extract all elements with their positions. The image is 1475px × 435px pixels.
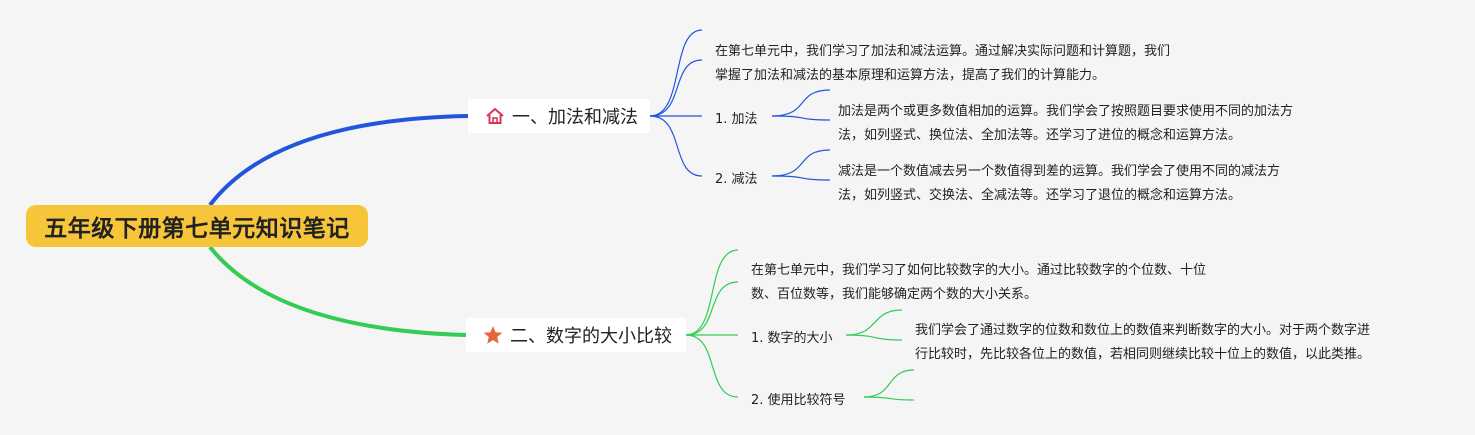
- detail-line: 法，如列竖式、换位法、全加法等。还学习了进位的概念和运算方法。: [838, 128, 1242, 143]
- b2-summary: 在第七单元中，我们学习了如何比较数字的大小。通过比较数字的个位数、十位 数、百位…: [751, 259, 1206, 307]
- sub-addition[interactable]: 1. 加法: [715, 112, 758, 127]
- detail-line: 行比较时，先比较各位上的数值，若相同则继续比较十位上的数值，以此类推。: [915, 347, 1371, 362]
- house-icon: [484, 105, 506, 127]
- sub-comparison-symbols[interactable]: 2. 使用比较符号: [751, 393, 846, 408]
- b2-sub1-detail: 我们学会了通过数字的位数和数位上的数值来判断数字的大小。对于两个数字进 行比较时…: [915, 319, 1370, 367]
- summary-line: 掌握了加法和减法的基本原理和运算方法，提高了我们的计算能力。: [715, 68, 1106, 83]
- detail-line: 减法是一个数值减去另一个数值得到差的运算。我们学会了使用不同的减法方: [838, 164, 1281, 179]
- b1-sub1-detail-bot: [771, 115, 831, 121]
- branch-addition-subtraction[interactable]: 一、加法和减法: [468, 99, 650, 133]
- root-link-1: [208, 114, 469, 207]
- sub-subtraction[interactable]: 2. 减法: [715, 172, 758, 187]
- b2-sub2-detail-bot: [863, 396, 915, 401]
- b2-sub1-detail-top: [845, 309, 903, 336]
- b1-link-summary-bot: [649, 59, 703, 117]
- root-link-2: [208, 245, 467, 337]
- detail-line: 加法是两个或更多数值相加的运算。我们学会了按照题目要求使用不同的加法方: [838, 104, 1294, 119]
- b2-sub1-detail-bot: [845, 334, 903, 341]
- b2-link-summary-bot: [685, 281, 739, 336]
- b1-sub1-detail: 加法是两个或更多数值相加的运算。我们学会了按照题目要求使用不同的加法方 法，如列…: [838, 100, 1293, 148]
- star-icon: [482, 324, 504, 346]
- b1-sub2-detail-bot: [771, 175, 831, 181]
- b1-sub2-detail-top: [771, 149, 831, 177]
- branch-label: 二、数字的大小比较: [510, 326, 672, 347]
- root-topic[interactable]: 五年级下册第七单元知识笔记: [26, 205, 368, 247]
- summary-line: 在第七单元中，我们学习了如何比较数字的大小。通过比较数字的个位数、十位: [751, 263, 1207, 278]
- b1-sub2-detail: 减法是一个数值减去另一个数值得到差的运算。我们学会了使用不同的减法方 法，如列竖…: [838, 160, 1280, 208]
- b1-link-summary-top: [649, 29, 703, 117]
- branch-number-comparison[interactable]: 二、数字的大小比较: [466, 318, 686, 352]
- branch-label: 一、加法和减法: [512, 107, 638, 128]
- summary-line: 在第七单元中，我们学习了加法和减法运算。通过解决实际问题和计算题，我们: [715, 44, 1171, 59]
- detail-line: 法，如列竖式、交换法、全减法等。还学习了退位的概念和运算方法。: [838, 188, 1242, 203]
- b1-sub1-detail-top: [771, 89, 831, 117]
- summary-line: 数、百位数等，我们能够确定两个数的大小关系。: [751, 287, 1038, 302]
- detail-line: 我们学会了通过数字的位数和数位上的数值来判断数字的大小。对于两个数字进: [915, 323, 1371, 338]
- b2-link-summary-top: [685, 249, 739, 336]
- sub-number-size[interactable]: 1. 数字的大小: [751, 331, 833, 346]
- root-title: 五年级下册第七单元知识笔记: [44, 216, 350, 242]
- b1-summary: 在第七单元中，我们学习了加法和减法运算。通过解决实际问题和计算题，我们 掌握了加…: [715, 40, 1170, 88]
- b2-link-sub2: [685, 334, 739, 398]
- b2-sub2-detail-top: [863, 369, 915, 398]
- b1-link-sub2: [649, 115, 703, 177]
